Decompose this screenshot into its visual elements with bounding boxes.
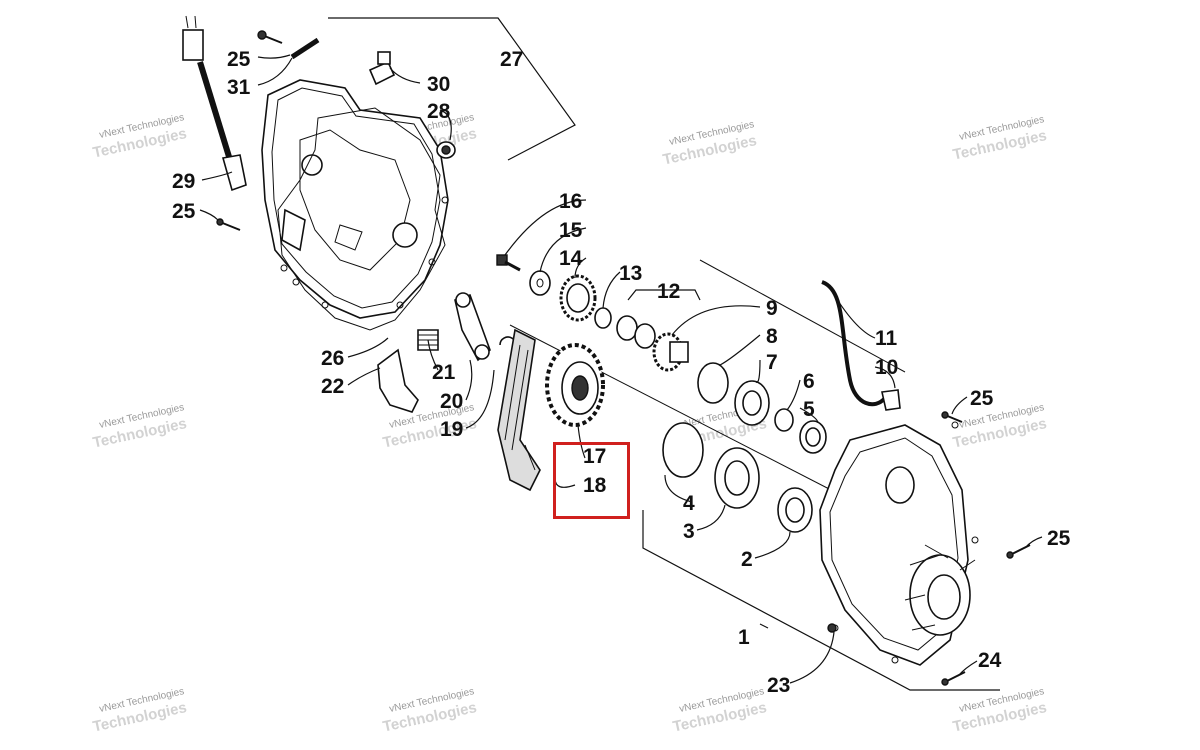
seal-2 xyxy=(777,487,813,533)
washer-15 xyxy=(529,270,551,296)
callout-11: 11 xyxy=(875,327,898,350)
callout-5: 5 xyxy=(803,398,815,421)
callout-14: 14 xyxy=(559,247,583,270)
o-ring-8 xyxy=(697,362,729,404)
bolt-25-left xyxy=(216,218,241,231)
callout-15: 15 xyxy=(559,219,583,242)
callout-8: 8 xyxy=(766,325,778,348)
watermark: vNext Technologies Technologies xyxy=(381,402,478,451)
assembly-bracket-27 xyxy=(328,17,576,161)
bolt-25-top xyxy=(257,30,283,44)
tensioner-arm-19 xyxy=(454,292,491,362)
bolt-24 xyxy=(941,671,966,686)
watermark: vNext Technologies Technologies xyxy=(671,686,768,735)
callout-28: 28 xyxy=(427,100,451,123)
fitting-10 xyxy=(881,389,901,411)
chaincase-housing xyxy=(819,421,979,666)
callout-4: 4 xyxy=(683,492,695,515)
callout-26: 26 xyxy=(321,347,344,370)
sprocket-14 xyxy=(559,274,597,322)
callout-29: 29 xyxy=(172,170,195,193)
callout-31: 31 xyxy=(227,76,251,99)
bolt-16 xyxy=(496,254,521,272)
callout-19: 19 xyxy=(440,418,463,441)
callout-10: 10 xyxy=(875,356,898,379)
callout-2: 2 xyxy=(741,548,753,571)
watermark: vNext Technologies Technologies xyxy=(91,686,188,735)
assembly-bracket-1 xyxy=(642,510,1000,691)
watermark: vNext Technologies Technologies xyxy=(951,402,1048,451)
drive-chain xyxy=(497,328,541,492)
watermark: vNext Technologies Technologies xyxy=(381,686,478,735)
callout-13: 13 xyxy=(619,262,642,285)
callout-24: 24 xyxy=(978,649,1002,672)
callout-1: 1 xyxy=(738,626,750,649)
callout-3: 3 xyxy=(683,520,695,543)
watermark: vNext Technologies Technologies xyxy=(951,114,1048,163)
highlight-box-17-18 xyxy=(553,442,630,519)
fitting-30 xyxy=(368,51,396,86)
watermark: vNext Technologies Technologies xyxy=(661,119,758,168)
vent-hose-11 xyxy=(821,280,887,407)
guide-22 xyxy=(377,348,419,413)
callout-21: 21 xyxy=(432,361,456,384)
plug-28 xyxy=(436,141,456,159)
callout-25-right: 25 xyxy=(1047,527,1071,550)
cover-gasket xyxy=(277,107,446,331)
bolt-25-right xyxy=(1006,544,1031,559)
watermark: vNext Technologies Technologies xyxy=(951,686,1048,735)
chaincase-cover xyxy=(261,79,449,319)
o-ring-4 xyxy=(662,422,704,478)
leader-lines xyxy=(199,54,1043,684)
cable-29 xyxy=(182,15,247,192)
callout-20: 20 xyxy=(440,390,463,413)
callout-25-right-top: 25 xyxy=(970,387,994,410)
callout-18: 18 xyxy=(583,474,607,497)
bolt-25-right-top xyxy=(941,411,963,423)
callout-17: 17 xyxy=(583,445,606,468)
pin-31 xyxy=(290,37,320,60)
seal-5 xyxy=(799,420,827,454)
spacers-12 xyxy=(616,315,656,349)
callout-7: 7 xyxy=(766,351,778,374)
callout-12: 12 xyxy=(657,280,680,303)
watermark: vNext Technologies Technologies xyxy=(91,112,188,161)
sprocket-9 xyxy=(652,332,689,372)
bearing-7 xyxy=(734,380,770,426)
callout-25: 25 xyxy=(227,48,251,71)
bearing-3 xyxy=(714,447,760,509)
dowel-23 xyxy=(827,623,837,633)
callout-25-left: 25 xyxy=(172,200,196,223)
callout-22: 22 xyxy=(321,375,344,398)
clip-13 xyxy=(594,307,612,329)
callout-27: 27 xyxy=(500,48,523,71)
callout-23: 23 xyxy=(767,674,790,697)
spacer-6 xyxy=(774,408,794,432)
sprocket-17 xyxy=(545,343,605,427)
watermark: vNext Technologies Technologies xyxy=(91,402,188,451)
callouts: 25 31 27 30 28 29 25 26 22 21 20 19 16 1… xyxy=(172,48,1071,697)
callout-6: 6 xyxy=(803,370,815,393)
callout-30: 30 xyxy=(427,73,450,96)
callout-9: 9 xyxy=(766,297,778,320)
callout-16: 16 xyxy=(559,190,582,213)
